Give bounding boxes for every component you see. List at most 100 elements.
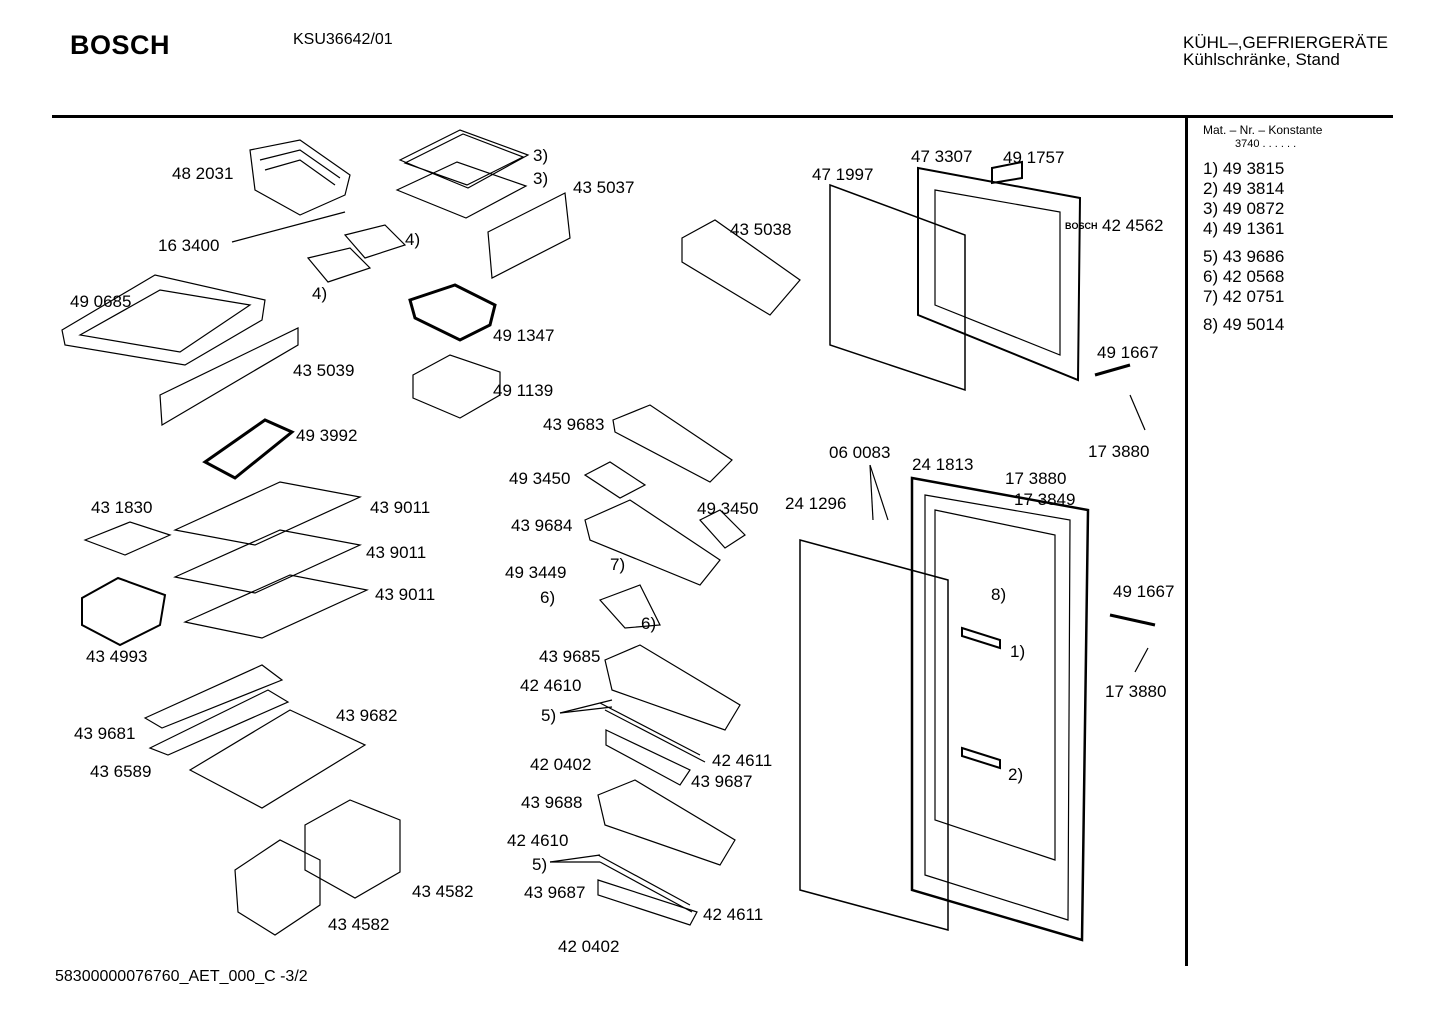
part-freezer-drawer <box>61 274 266 366</box>
part-flap <box>598 584 661 629</box>
part-ice-tray <box>306 247 372 283</box>
header-divider <box>52 115 1393 118</box>
legend-item: 4) 49 1361 <box>1203 219 1285 238</box>
part-number-label: 47 3307 <box>911 147 973 166</box>
part-number-label: 47 1997 <box>812 165 874 184</box>
part-number-label: 4) <box>405 230 421 249</box>
part-number-label: 3) <box>533 169 549 188</box>
part-number-label: 49 3992 <box>296 426 358 445</box>
part-number-label: 48 2031 <box>172 164 234 183</box>
part-number-label: 43 9684 <box>511 516 573 535</box>
part-number-label: 43 9011 <box>366 543 427 562</box>
part-label-plate <box>961 746 1001 770</box>
part-number-label: 5) <box>532 855 548 874</box>
part-door-shelf <box>584 499 721 586</box>
brand-logo: BOSCH <box>70 30 171 60</box>
part-glass-shelf <box>173 481 362 546</box>
part-drawer-front <box>159 327 299 427</box>
part-vegetable-bin <box>234 839 321 936</box>
part-number-label: 24 1296 <box>785 494 847 513</box>
part-number-label: 43 9687 <box>691 772 753 791</box>
part-strip <box>148 689 290 756</box>
part-number-label: 49 1347 <box>493 326 555 345</box>
legend-item: 6) 42 0568 <box>1203 267 1285 286</box>
door-brand-logo: BOSCH <box>1065 221 1098 231</box>
part-egg-tray <box>699 509 746 549</box>
part-strip <box>597 854 693 913</box>
part-box <box>412 354 501 419</box>
part-door-bin <box>597 779 736 866</box>
part-number-label: 43 9683 <box>543 415 605 434</box>
part-number-label: 43 9687 <box>524 883 586 902</box>
part-number-label: 6) <box>641 614 657 633</box>
part-number-label: 17 3880 <box>1105 682 1167 701</box>
part-vegetable-bin <box>304 799 401 899</box>
part-number-label: 4) <box>312 284 328 303</box>
document-id: 58300000076760_AET_000_C -3/2 <box>55 968 308 985</box>
legend-heading: Mat. – Nr. – Konstante <box>1203 123 1323 137</box>
part-grid-shelf <box>398 129 530 189</box>
part-number-label: 7) <box>610 555 626 574</box>
part-grid-shelf <box>395 161 528 219</box>
part-glass-shelf <box>173 529 362 594</box>
category: KÜHL–,GEFRIERGERÄTE Kühlschränke, Stand <box>1183 34 1388 68</box>
part-number-label: 42 0402 <box>558 937 620 956</box>
part-number-label: 43 6589 <box>90 762 152 781</box>
legend-item: 7) 42 0751 <box>1203 287 1285 306</box>
part-handle-plate <box>991 160 1023 185</box>
part-number-label: 43 9682 <box>336 706 398 725</box>
part-number-label: 43 4582 <box>412 882 474 901</box>
part-number-label: 49 3450 <box>697 499 759 518</box>
part-tray <box>408 283 497 342</box>
part-egg-tray <box>583 461 647 499</box>
part-number-label: 17 3849 <box>1014 490 1076 509</box>
legend-divider <box>1185 118 1188 966</box>
part-number-label: 42 0402 <box>530 755 592 774</box>
part-ice-tray <box>343 224 407 259</box>
part-door-shelf <box>612 404 733 483</box>
part-number-label: 17 3880 <box>1088 442 1150 461</box>
part-number-label: 43 9011 <box>375 585 436 604</box>
part-small-shelf <box>83 521 172 556</box>
part-number-label: 49 1757 <box>1003 148 1065 167</box>
part-evaporator-cover <box>249 139 351 216</box>
part-strip <box>143 664 284 729</box>
part-crisper-box <box>81 576 167 647</box>
part-bottle-rack <box>681 219 801 316</box>
part-handle <box>1109 613 1156 627</box>
part-strip <box>599 702 706 763</box>
part-trim <box>597 879 698 926</box>
category-line-2: Kühlschränke, Stand <box>1183 50 1340 69</box>
part-number-label: 43 9685 <box>539 647 601 666</box>
part-number-label: 3) <box>533 146 549 165</box>
part-trim <box>605 729 691 786</box>
part-fridge-door <box>910 476 1090 942</box>
legend-constant: 3740 . . . . . . <box>1235 138 1297 150</box>
part-egg-holder <box>202 418 295 480</box>
part-number-label: 42 4611 <box>703 905 764 924</box>
legend-item: 1) 49 3815 <box>1203 159 1285 178</box>
part-number-label: 42 4610 <box>507 831 569 850</box>
legend-item: 8) 49 5014 <box>1203 315 1285 334</box>
part-glass-shelf <box>183 574 369 639</box>
part-number-label: 49 0685 <box>70 292 132 311</box>
part-number-label: 42 4610 <box>520 676 582 695</box>
part-number-label: 42 4562 <box>1102 216 1164 235</box>
part-number-label: 42 4611 <box>712 751 773 770</box>
part-number-label: 24 1813 <box>912 455 974 474</box>
part-number-label: 06 0083 <box>829 443 891 462</box>
part-number-label: 8) <box>991 585 1007 604</box>
part-glass-plate <box>188 709 367 809</box>
part-number-label: 49 1139 <box>493 381 554 400</box>
part-number-label: 2) <box>1008 765 1024 784</box>
part-freezer-door-gasket <box>829 183 966 392</box>
part-number-label: 49 3449 <box>505 563 567 582</box>
part-number-label: 43 9681 <box>74 724 136 743</box>
part-number-label: 49 3450 <box>509 469 571 488</box>
part-number-label: 43 9688 <box>521 793 583 812</box>
part-handle <box>1094 363 1131 377</box>
legend-item: 3) 49 0872 <box>1203 199 1285 218</box>
part-number-label: 43 5039 <box>293 361 355 380</box>
part-label-plate <box>961 626 1001 650</box>
